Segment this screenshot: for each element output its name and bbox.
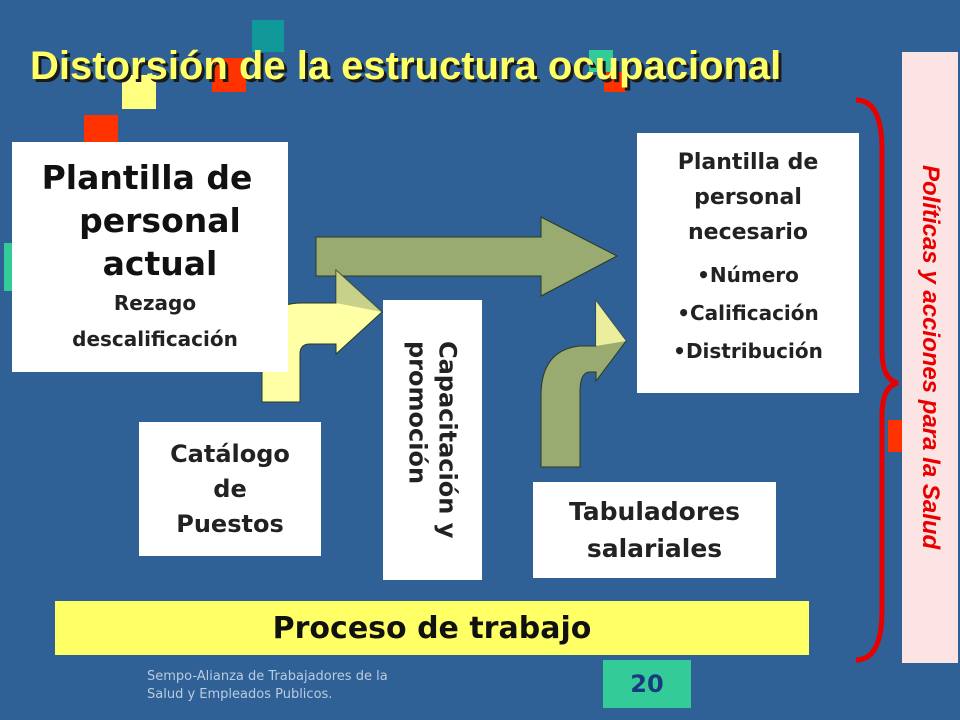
decor-square-teal <box>252 20 284 52</box>
footer-credit: Sempo-Alianza de Trabajadores de la Salu… <box>147 668 427 704</box>
footer-line: Salud y Empleados Publicos. <box>147 687 333 702</box>
needed-staff-title-line: personal <box>694 185 802 210</box>
needed-staff-bullet: •Distribución <box>673 339 823 363</box>
job-catalog-line: Catálogo <box>170 439 290 468</box>
wage-tables-line: Tabuladores <box>568 497 741 526</box>
needed-staff-title-line: necesario <box>688 220 808 245</box>
decor-square-yellow <box>122 75 156 109</box>
policy-label: Políticas y acciones para la Salud <box>917 165 944 550</box>
current-staff-title-line: actual <box>102 244 218 283</box>
training-promotion-text: Capacitación y promoción <box>403 341 463 538</box>
slide-title: Distorsión de la estructura ocupacional <box>30 44 782 88</box>
training-line: promoción <box>403 341 432 485</box>
current-staff-title-line: personal <box>79 201 241 240</box>
current-staff-issue: descalificación <box>72 327 238 351</box>
decor-square-red <box>604 72 626 92</box>
current-staff-issue: Rezago <box>113 291 197 315</box>
decor-square-teal <box>4 243 14 291</box>
decor-square-red <box>212 58 246 92</box>
policy-banner: Políticas y acciones para la Salud <box>902 52 958 663</box>
policy-brace <box>855 97 899 663</box>
needed-staff-bullet: •Calificación <box>677 301 819 325</box>
job-catalog-box: Catálogo de Puestos <box>139 422 321 556</box>
needed-staff-bullet: •Número <box>697 263 799 287</box>
decor-square-red <box>888 420 904 452</box>
work-process-label: Proceso de trabajo <box>272 610 592 646</box>
current-staff-box: Plantilla de personal actual Rezago desc… <box>12 142 288 372</box>
training-promotion-box: Capacitación y promoción <box>383 300 482 580</box>
work-process-bar: Proceso de trabajo <box>55 601 809 655</box>
job-catalog-line: Puestos <box>176 509 284 538</box>
wage-tables-box: Tabuladores salariales <box>533 482 776 578</box>
wage-tables-line: salariales <box>586 534 723 563</box>
footer-line: Sempo-Alianza de Trabajadores de la <box>147 669 388 684</box>
arrow-current-to-needed <box>315 216 619 297</box>
needed-staff-box: Plantilla de personal necesario •Número … <box>637 133 859 393</box>
page-number-badge: 20 <box>603 660 691 708</box>
page-number: 20 <box>630 670 664 698</box>
job-catalog-line: de <box>213 474 247 503</box>
current-staff-title-line: Plantilla de <box>41 158 253 197</box>
training-line: Capacitación y <box>433 341 462 539</box>
needed-staff-title-line: Plantilla de <box>677 150 819 175</box>
decor-square-teal <box>589 50 613 72</box>
